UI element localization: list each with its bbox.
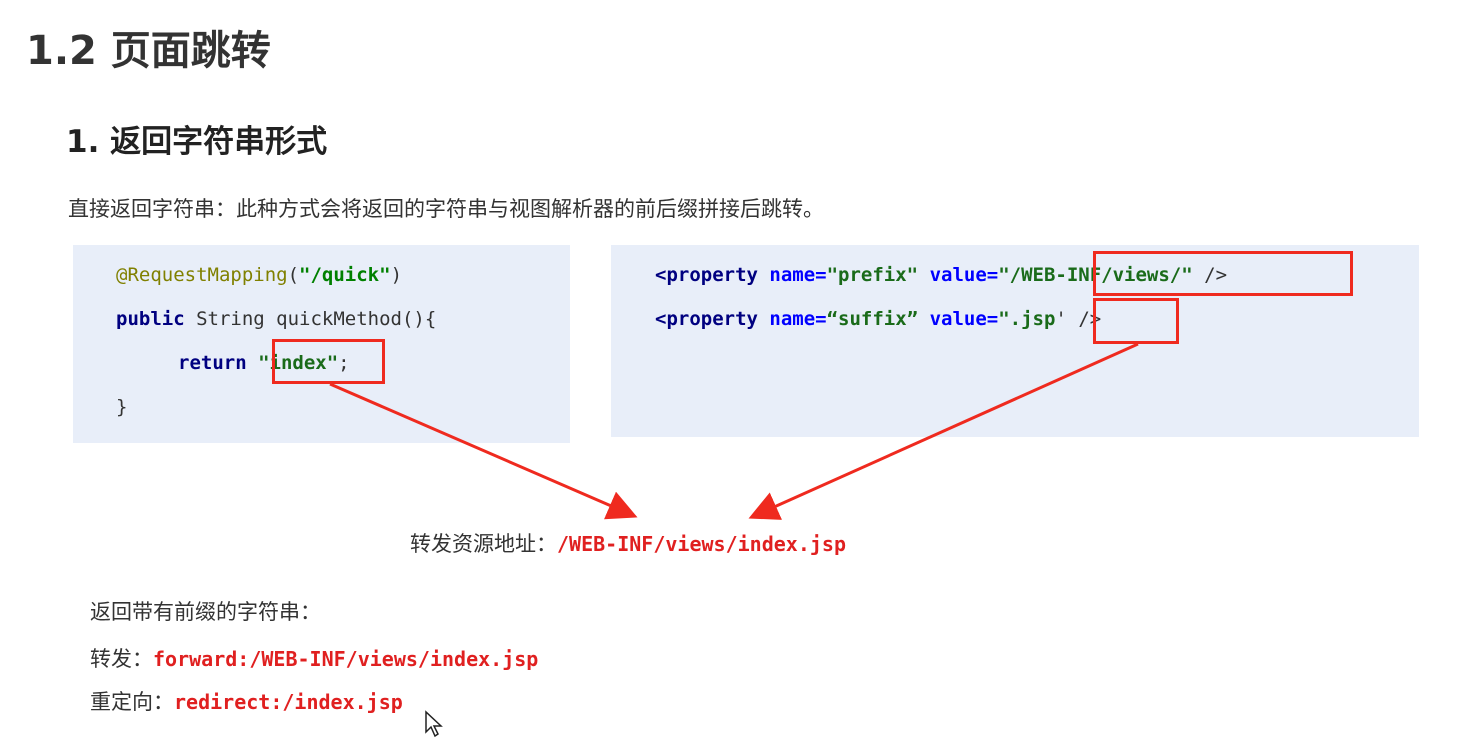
return-value-string: "index" (258, 352, 339, 374)
suffix-name-value: “suffix” (826, 308, 919, 330)
xml-line-2-full: <property name=“suffix” value=".jsp' /> (655, 297, 1101, 341)
stray-quote: ' (1055, 308, 1067, 330)
tag-close-1: /> (1192, 264, 1228, 286)
prefix-name-value: "prefix" (826, 264, 919, 286)
property-tag-2: <property (655, 308, 758, 330)
paren-open: ( (287, 264, 300, 286)
forward-resource-label: 转发资源地址： (410, 532, 557, 556)
annotation-text: @RequestMapping (116, 264, 288, 286)
section-heading: 1. 返回字符串形式 (66, 124, 328, 160)
controller-code-block: @RequestMapping("/quick") public String … (73, 245, 570, 443)
name-attr-2: name= (769, 308, 827, 330)
public-keyword: public (116, 308, 185, 330)
description-text: 直接返回字符串：此种方式会将返回的字符串与视图解析器的前后缀拼接后跳转。 (68, 197, 824, 221)
suffix-highlight-box (1093, 298, 1179, 344)
mapping-path-string: "/quick" (299, 264, 391, 286)
forward-label: 转发： (90, 647, 153, 671)
value-attr-1: value= (929, 264, 999, 286)
redirect-value: redirect:/index.jsp (174, 690, 403, 714)
mouse-cursor-icon (425, 710, 443, 738)
suffix-value-string: ".jsp (998, 308, 1056, 330)
code-line-2: public String quickMethod(){ (116, 297, 436, 341)
code-line-4: } (116, 396, 128, 418)
method-signature: String quickMethod(){ (184, 308, 437, 330)
code-line-1: @RequestMapping("/quick") (116, 253, 402, 297)
prefix-highlight-box (1093, 251, 1353, 296)
forward-resource-line: 转发资源地址：/WEB-INF/views/index.jsp (410, 528, 846, 558)
return-keyword: return (178, 352, 247, 374)
code-line-3: return "index"; (178, 341, 350, 385)
name-attr-1: name= (769, 264, 827, 286)
forward-value: forward:/WEB-INF/views/index.jsp (153, 647, 539, 671)
property-tag-1: <property (655, 264, 758, 286)
paren-close: ) (390, 264, 403, 286)
index-highlight-box (272, 339, 385, 384)
value-attr-2: value= (929, 308, 999, 330)
redirect-line: 重定向：redirect:/index.jsp (90, 686, 403, 716)
arrow-from-index (329, 382, 638, 520)
view-resolver-code-block: <<property (611, 245, 1419, 437)
forward-line: 转发：forward:/WEB-INF/views/index.jsp (90, 643, 538, 673)
redirect-label: 重定向： (90, 690, 174, 714)
page-title: 1.2 页面跳转 (26, 28, 271, 74)
forward-resource-path: /WEB-INF/views/index.jsp (557, 532, 846, 556)
prefixed-heading: 返回带有前缀的字符串： (90, 600, 321, 624)
semicolon: ; (338, 352, 350, 374)
arrow-from-suffix (748, 342, 1139, 520)
